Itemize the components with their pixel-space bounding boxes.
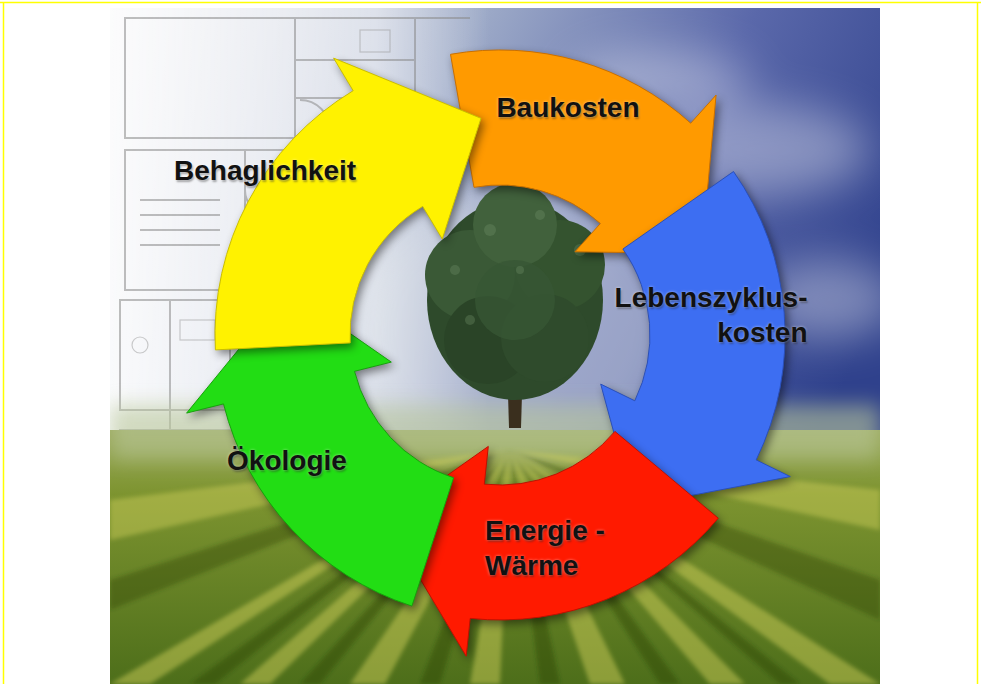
arrow-label: Baukosten [496,90,639,125]
arrow-label: Ökologie [227,443,347,478]
arrow-outline [215,58,481,350]
arrow-label: Behaglichkeit [174,153,356,188]
tree [425,183,605,428]
arrow-outline [385,431,719,656]
frame-lines [0,3,981,684]
arrow-shape [205,48,492,360]
arrow-label: Energie - Wärme [485,513,635,583]
arrow-label: Lebenszyklus- kosten [597,280,808,350]
grass-field [110,405,880,684]
cycle-arrow: Behaglichkeit [205,48,492,360]
photo-collage [110,8,880,684]
